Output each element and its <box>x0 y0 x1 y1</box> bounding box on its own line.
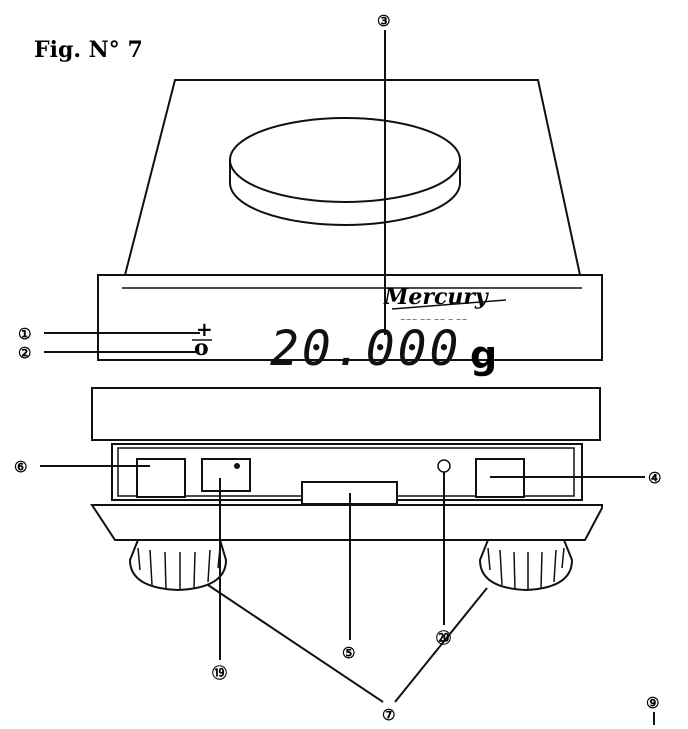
brand-subtext: ~~~ ~~ ~~ ~ ~~ <box>400 316 468 324</box>
callout-6: ⑥ <box>14 458 27 476</box>
callout-4: ④ <box>648 469 661 487</box>
callout-1: ① <box>18 325 31 343</box>
button-19[interactable] <box>201 458 251 492</box>
callout-7: ⑦ <box>382 706 395 724</box>
unit-label: g <box>470 333 497 377</box>
weighing-pan <box>229 117 461 226</box>
foot-left <box>128 539 228 592</box>
callout-2: ② <box>18 344 31 362</box>
leader-7-left <box>207 584 384 703</box>
figure-title: Fig. N° 7 <box>34 37 143 63</box>
leader-7-right <box>394 587 488 703</box>
callout-3: ③ <box>377 12 390 30</box>
foot-right <box>478 539 574 592</box>
weight-readout: 20.000 <box>270 321 461 377</box>
zero-indicator: o <box>194 335 209 361</box>
control-strip <box>91 387 601 441</box>
callout-5: ⑤ <box>342 644 355 662</box>
callout-19: ⑲ <box>212 664 227 682</box>
plus-indicator: + <box>196 317 213 341</box>
button-6[interactable] <box>136 458 186 498</box>
display-panel <box>97 274 603 361</box>
callout-9: ⑨ <box>646 694 659 712</box>
button-19-dot <box>234 463 240 469</box>
scale-base <box>90 504 603 541</box>
callout-20: ⑳ <box>436 629 451 647</box>
